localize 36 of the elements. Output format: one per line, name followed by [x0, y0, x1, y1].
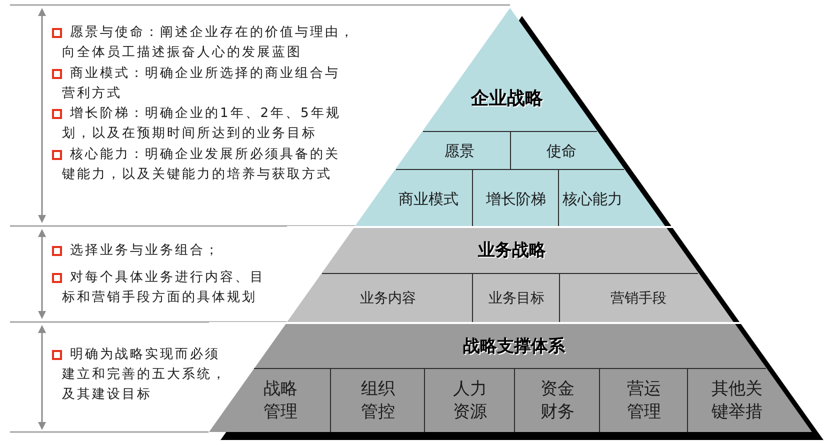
bullet-text: 愿景与使命：阐述企业存在的价值与理由，向全体员工描述振奋人心的发展蓝图 — [62, 24, 356, 62]
bullet-text: 明确为战略实现而必须建立和完善的五大系统，及其建设目标 — [62, 346, 228, 404]
segment-label: 业务内容 — [360, 289, 416, 308]
bullet-text: 核心能力：明确企业发展所必须具备的关键能力，以及关键能力的培养与获取方式 — [62, 146, 341, 184]
pyramid-segment — [472, 273, 559, 322]
segment-label: 人力资源 — [452, 378, 488, 424]
tier-title: 业务战略 — [478, 240, 546, 262]
pyramid-segment — [424, 368, 514, 432]
segment-label: 增长阶梯 — [486, 188, 546, 209]
segment-label: 营运管理 — [626, 378, 662, 424]
tier-title: 企业战略 — [470, 87, 543, 110]
pyramid-segment — [514, 368, 599, 432]
segment-label: 其他关键举措 — [710, 378, 764, 424]
pyramid-segment — [472, 169, 558, 226]
pyramid-segment — [558, 273, 698, 322]
segment-label: 资金财务 — [539, 378, 576, 424]
pyramid-tier — [286, 226, 734, 322]
segment-label: 商业模式 — [398, 188, 459, 209]
segment-label: 营销手段 — [610, 289, 666, 308]
pyramid-segment — [598, 368, 687, 432]
segment-label: 使命 — [546, 140, 576, 162]
pyramid-segment — [686, 368, 766, 432]
pyramid-tier — [355, 8, 665, 226]
bullet-text: 商业模式：明确企业所选择的商业组合与营利方式 — [62, 65, 341, 103]
segment-label: 核心能力 — [562, 188, 622, 209]
pyramid-segment — [330, 368, 424, 432]
segment-label: 组织管控 — [360, 378, 396, 424]
tier-title: 战略支撑体系 — [462, 336, 565, 358]
segment-label: 愿景 — [444, 140, 474, 162]
bullet-text: 选择业务与业务组合； — [69, 242, 221, 260]
bullet-text: 对每个具体业务进行内容、目标和营销手段方面的具体规划 — [62, 269, 266, 307]
pyramid-segment — [510, 131, 598, 169]
bullet-text: 增长阶梯：明确企业的1年、2年、5年规划，以及在预期时间所达到的业务目标 — [62, 105, 342, 143]
segment-label: 战略管理 — [262, 378, 299, 424]
segment-label: 业务目标 — [488, 289, 544, 308]
pyramid-segment — [558, 169, 624, 226]
